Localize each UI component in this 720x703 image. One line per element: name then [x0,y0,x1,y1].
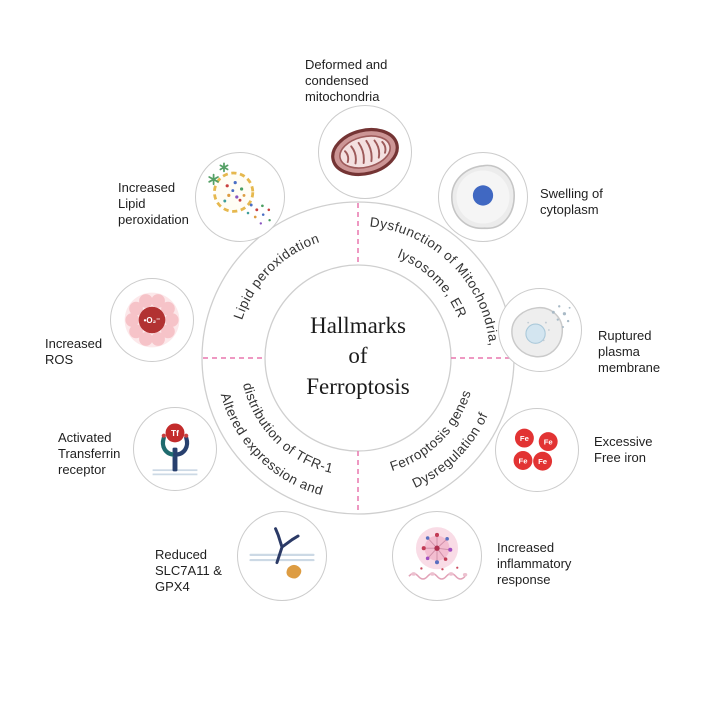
node-label-lipid: Increased Lipid peroxidation [118,180,189,227]
node-mitochondria [318,105,412,199]
fe-symbol: Fe [544,437,554,446]
node-label-cytoplasm: Swelling of cytoplasm [540,186,603,217]
quadrant-dividers [203,203,513,513]
swollen-cell-icon [451,164,515,229]
node-cytoplasm [438,152,528,242]
fe-symbol: Fe [520,434,530,443]
node-lipid-peroxidation [195,152,285,242]
membrane-antibody-icon [249,527,315,579]
node-label-mitochondria: Deformed and condensed mitochondria [305,57,388,104]
node-ros: •O₂⁻ [110,278,194,362]
node-label-membrane: Ruptured plasma membrane [598,328,661,375]
node-label-slc7a11: Reduced SLC7A11 & GPX4 [155,547,222,594]
node-slc7a11 [237,511,327,601]
node-label-iron: Excessive Free iron [594,434,653,465]
diagram-title: Hallmarks of Ferroptosis [306,313,410,399]
node-transferrin: Tf [133,407,217,491]
node-free-iron: Fe Fe Fe Fe [495,408,579,492]
node-label-transferrin: Activated Transferrin receptor [58,430,121,477]
node-label-inflammation: Increased inflammatory response [497,540,572,587]
node-ruptured-membrane [498,288,582,372]
ros-superoxide-icon: •O₂⁻ [124,292,180,348]
tf-symbol: Tf [171,428,179,438]
inflammation-icon [408,527,468,580]
mitochondria-icon [331,127,399,177]
iron-fe-icon: Fe Fe Fe Fe [513,428,558,471]
fe-symbol: Fe [519,456,529,465]
transferrin-receptor-icon: Tf [152,423,198,476]
lipid-peroxidation-icon [208,162,271,225]
superoxide-symbol: •O₂⁻ [144,316,161,325]
node-inflammation [392,511,482,601]
node-label-ros: Increased ROS [45,336,103,367]
ruptured-membrane-icon [511,305,571,358]
fe-symbol: Fe [538,457,548,466]
